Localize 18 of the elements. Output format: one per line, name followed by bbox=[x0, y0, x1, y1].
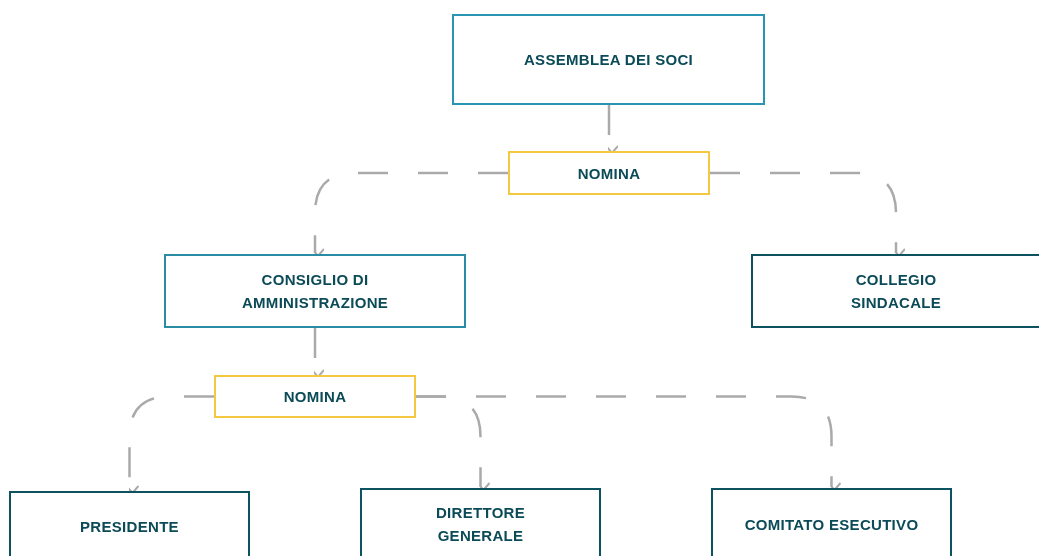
org-box bbox=[452, 14, 765, 105]
org-box bbox=[711, 488, 952, 556]
org-box bbox=[360, 488, 601, 556]
org-box bbox=[9, 491, 250, 556]
node-label: COMITATO ESECUTIVO bbox=[744, 514, 919, 535]
node-label: NOMINA bbox=[577, 163, 641, 184]
label-box bbox=[508, 151, 710, 195]
node-label: DIRETTORE GENERALE bbox=[434, 503, 527, 546]
dashed-arrow bbox=[311, 328, 325, 378]
dashed-arrow bbox=[605, 105, 619, 154]
node-label: ASSEMBLEA DEI SOCI bbox=[524, 50, 693, 70]
label-box bbox=[214, 375, 416, 418]
org-box bbox=[164, 254, 466, 328]
node-label: NOMINA bbox=[283, 387, 347, 407]
org-box bbox=[751, 254, 1039, 328]
node-label: PRESIDENTE bbox=[80, 516, 179, 537]
node-label: COLLEGIO SINDACALE bbox=[849, 270, 943, 313]
node-label: CONSIGLIO DI AMMINISTRAZIONE bbox=[240, 270, 390, 313]
